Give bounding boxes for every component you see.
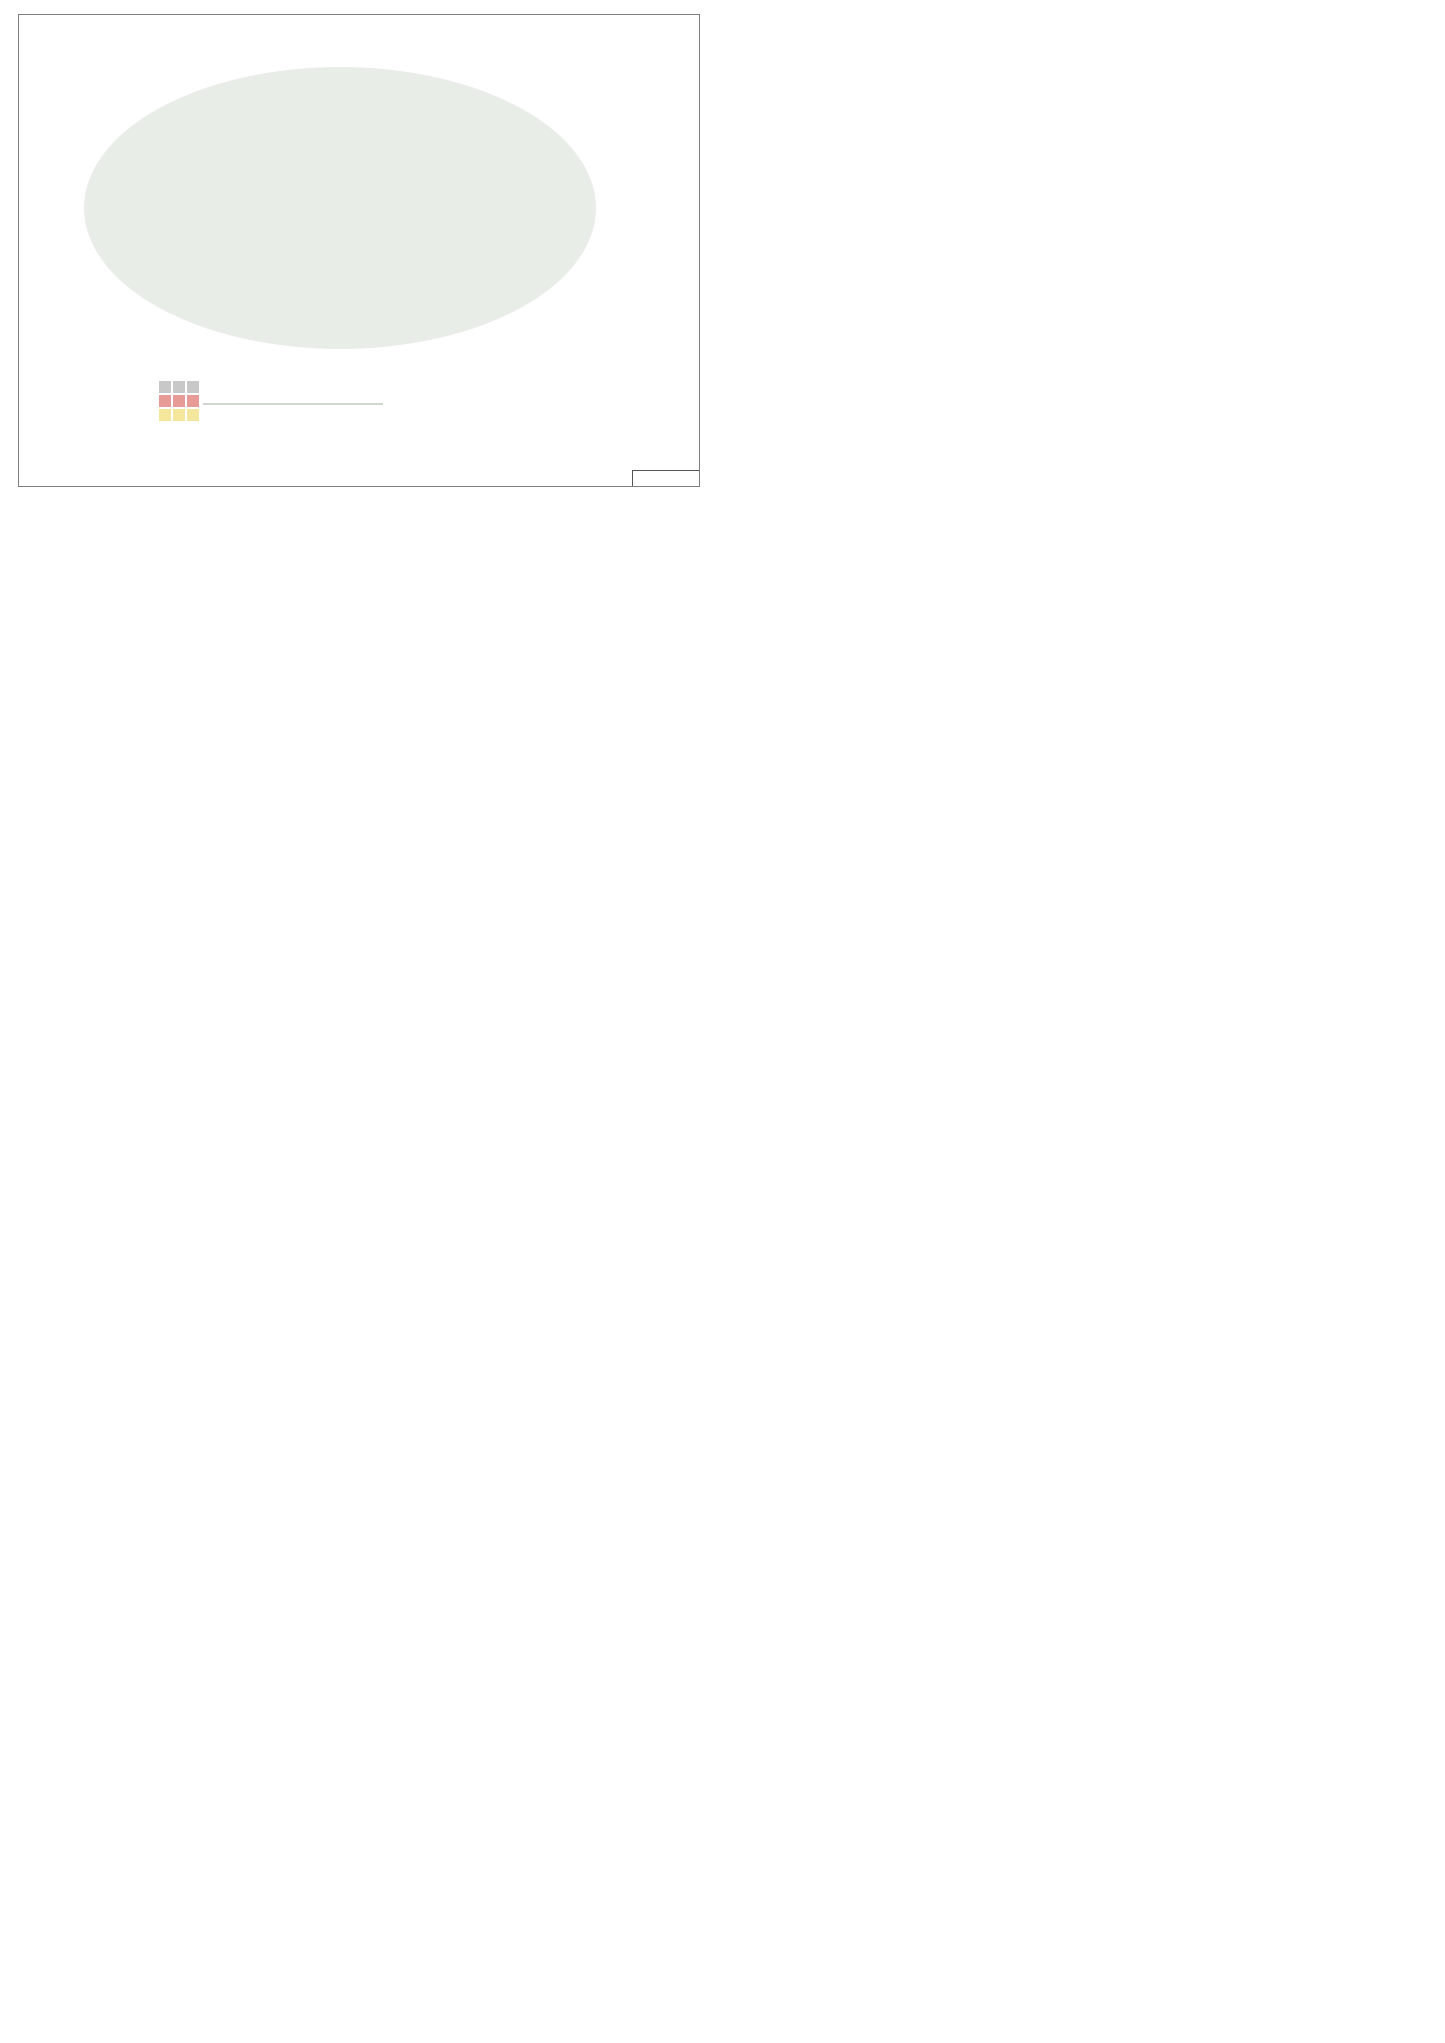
- page-indicator: [632, 470, 699, 486]
- panel-step-1: [18, 14, 700, 487]
- watermark-flag-logo: [159, 381, 199, 421]
- watermark-ellipse: [84, 67, 596, 349]
- panel-illustration: [19, 15, 700, 487]
- watermark-underline: [203, 403, 383, 405]
